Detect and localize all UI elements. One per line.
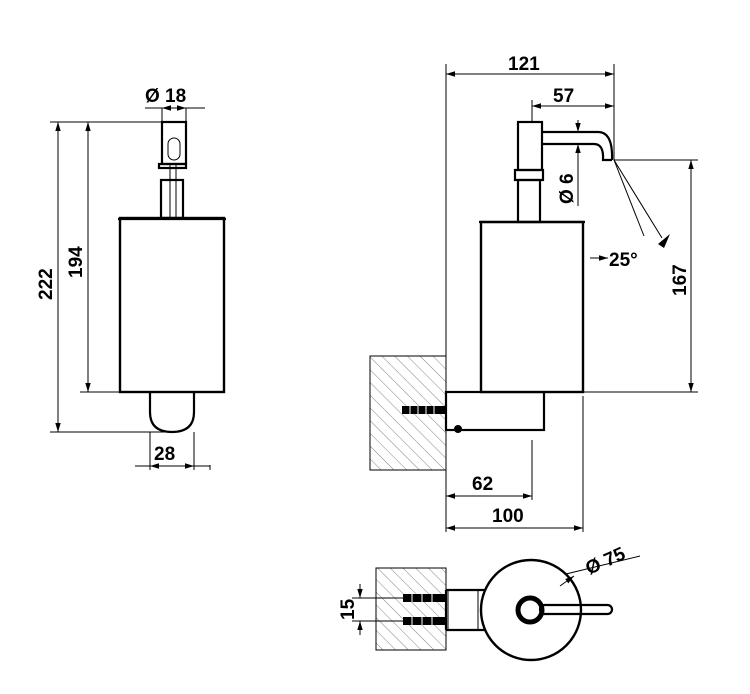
container-body — [118, 216, 226, 394]
top-spout — [538, 603, 614, 616]
body-diameter-label: Ø 75 — [582, 543, 629, 579]
total-height-label: 222 — [36, 268, 57, 300]
top-view: 15 Ø 75 — [338, 543, 641, 662]
outlet-height-label: 167 — [670, 264, 691, 296]
base-width-label: 28 — [154, 444, 175, 465]
screw-spacing-label: 15 — [338, 598, 359, 620]
front-view: Ø 18 222 194 28 — [36, 86, 226, 470]
screw — [402, 406, 446, 414]
wall-bracket — [444, 390, 546, 432]
pump-neck — [159, 178, 185, 220]
spout-reach-label: 57 — [553, 86, 574, 107]
side-pump-neck — [516, 178, 542, 224]
pump-head — [160, 120, 188, 166]
spout — [542, 130, 614, 162]
side-pump-stem — [513, 168, 545, 182]
container-base — [148, 392, 196, 434]
top-wall-section — [375, 567, 447, 651]
bracket-depth-label: 62 — [472, 474, 493, 495]
pump-head-slot — [167, 137, 181, 161]
side-view: 121 57 Ø 6 25° 167 62 100 — [369, 54, 698, 532]
top-screw-lower — [403, 617, 446, 625]
top-screw-upper — [403, 594, 446, 602]
body-height-label: 194 — [66, 246, 87, 278]
side-pump-head — [516, 120, 544, 172]
spout-diameter-label: Ø 6 — [557, 173, 578, 204]
side-container-body — [479, 220, 585, 394]
spout-angle-label: 25° — [609, 250, 638, 271]
wall-to-front-label: 100 — [492, 506, 524, 527]
top-pump-head — [515, 595, 545, 625]
pump-diameter-label: Ø 18 — [145, 86, 186, 107]
projection-label: 121 — [508, 54, 540, 75]
pump-stem — [157, 162, 188, 170]
bracket-screw-hole — [454, 425, 462, 433]
